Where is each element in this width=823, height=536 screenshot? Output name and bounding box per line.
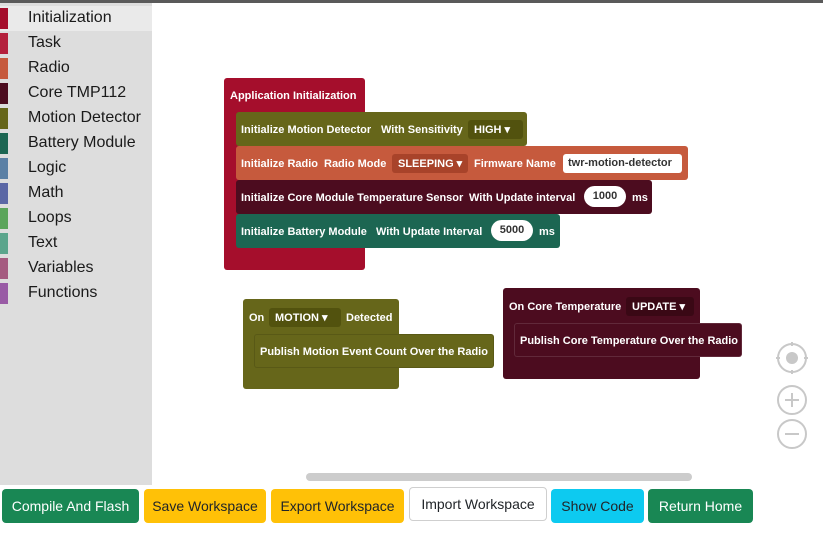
app-init-title: Application Initialization: [230, 90, 357, 102]
category-label: Radio: [28, 59, 70, 76]
category-logic[interactable]: Logic: [0, 156, 152, 181]
init-motion-label: Initialize Motion Detector: [241, 124, 372, 136]
battery-unit-label: ms: [539, 226, 555, 238]
publish-motion-count-block[interactable]: [254, 334, 494, 368]
firmware-name-field[interactable]: twr-motion-detector: [563, 154, 682, 173]
top-border: [0, 0, 823, 3]
category-motion-detector[interactable]: Motion Detector: [0, 106, 152, 131]
category-variables[interactable]: Variables: [0, 256, 152, 281]
publish-core-temperature-block[interactable]: [514, 323, 742, 357]
minus-bar: [785, 433, 799, 435]
category-color-swatch: [0, 233, 8, 254]
category-label: Motion Detector: [28, 109, 141, 126]
show-code-button[interactable]: Show Code: [551, 489, 644, 523]
horizontal-scrollbar[interactable]: [306, 473, 692, 481]
crosshair-tick: [791, 342, 793, 346]
crosshair-icon[interactable]: [776, 342, 808, 374]
motion-event-dropdown[interactable]: MOTION ▾: [269, 308, 341, 327]
return-home-button[interactable]: Return Home: [648, 489, 753, 523]
radio-mode-dropdown[interactable]: SLEEPING ▾: [392, 154, 468, 173]
sensitivity-label: With Sensitivity: [381, 124, 463, 136]
init-core-temperature-block[interactable]: [236, 180, 652, 214]
category-color-swatch: [0, 208, 8, 229]
category-battery-module[interactable]: Battery Module: [0, 131, 152, 156]
category-color-swatch: [0, 158, 8, 179]
temperature-interval-label: With Update interval: [469, 192, 576, 204]
category-radio[interactable]: Radio: [0, 56, 152, 81]
category-label: Core TMP112: [28, 84, 127, 101]
save-workspace-button[interactable]: Save Workspace: [144, 489, 266, 523]
category-loops[interactable]: Loops: [0, 206, 152, 231]
toolbox: Initialization Task Radio Core TMP112 Mo…: [0, 3, 152, 485]
temperature-unit-label: ms: [632, 192, 648, 204]
firmware-name-label: Firmware Name: [474, 158, 556, 170]
minus-icon[interactable]: [777, 419, 807, 449]
category-text[interactable]: Text: [0, 231, 152, 256]
category-color-swatch: [0, 8, 8, 29]
init-radio-label: Initialize Radio: [241, 158, 319, 170]
category-label: Math: [28, 184, 64, 201]
temperature-interval-field[interactable]: 1000: [584, 186, 626, 207]
category-label: Variables: [28, 259, 94, 276]
temperature-event-dropdown[interactable]: UPDATE ▾: [626, 297, 694, 316]
category-initialization[interactable]: Initialization: [0, 6, 152, 31]
crosshair-tick: [791, 370, 793, 374]
export-workspace-button[interactable]: Export Workspace: [271, 489, 404, 523]
category-label: Logic: [28, 159, 67, 176]
crosshair-tick: [776, 357, 780, 359]
category-color-swatch: [0, 183, 8, 204]
blockly-workspace[interactable]: Application Initialization Initialize Mo…: [152, 3, 823, 485]
category-functions[interactable]: Functions: [0, 281, 152, 306]
init-temperature-label: Initialize Core Module Temperature Senso…: [241, 192, 464, 204]
category-math[interactable]: Math: [0, 181, 152, 206]
plus-bar: [791, 393, 793, 407]
category-color-swatch: [0, 108, 8, 129]
publish-temperature-label: Publish Core Temperature Over the Radio: [520, 335, 739, 347]
sensitivity-dropdown[interactable]: HIGH ▾: [468, 120, 523, 139]
detected-label: Detected: [346, 312, 393, 324]
category-color-swatch: [0, 283, 8, 304]
category-label: Initialization: [28, 9, 112, 26]
battery-interval-label: With Update Interval: [376, 226, 483, 238]
category-color-swatch: [0, 58, 8, 79]
category-label: Loops: [28, 209, 72, 226]
publish-motion-label: Publish Motion Event Count Over the Radi…: [260, 346, 488, 358]
crosshair-tick: [804, 357, 808, 359]
import-workspace-button[interactable]: Import Workspace: [409, 487, 547, 521]
category-color-swatch: [0, 133, 8, 154]
battery-interval-field[interactable]: 5000: [491, 220, 533, 241]
on-label: On: [249, 312, 265, 324]
category-color-swatch: [0, 83, 8, 104]
plus-icon[interactable]: [777, 385, 807, 415]
category-label: Functions: [28, 284, 98, 301]
category-core-tmp112[interactable]: Core TMP112: [0, 81, 152, 106]
compile-and-flash-button[interactable]: Compile And Flash: [2, 489, 139, 523]
action-bar: Compile And Flash Save Workspace Export …: [0, 485, 823, 536]
category-label: Task: [28, 34, 61, 51]
on-core-temperature-label: On Core Temperature: [509, 301, 622, 313]
category-label: Battery Module: [28, 134, 136, 151]
category-color-swatch: [0, 33, 8, 54]
category-task[interactable]: Task: [0, 31, 152, 56]
init-battery-label: Initialize Battery Module: [241, 226, 367, 238]
category-label: Text: [28, 234, 58, 251]
category-color-swatch: [0, 258, 8, 279]
crosshair-dot: [786, 352, 798, 364]
radio-mode-label: Radio Mode: [324, 158, 387, 170]
